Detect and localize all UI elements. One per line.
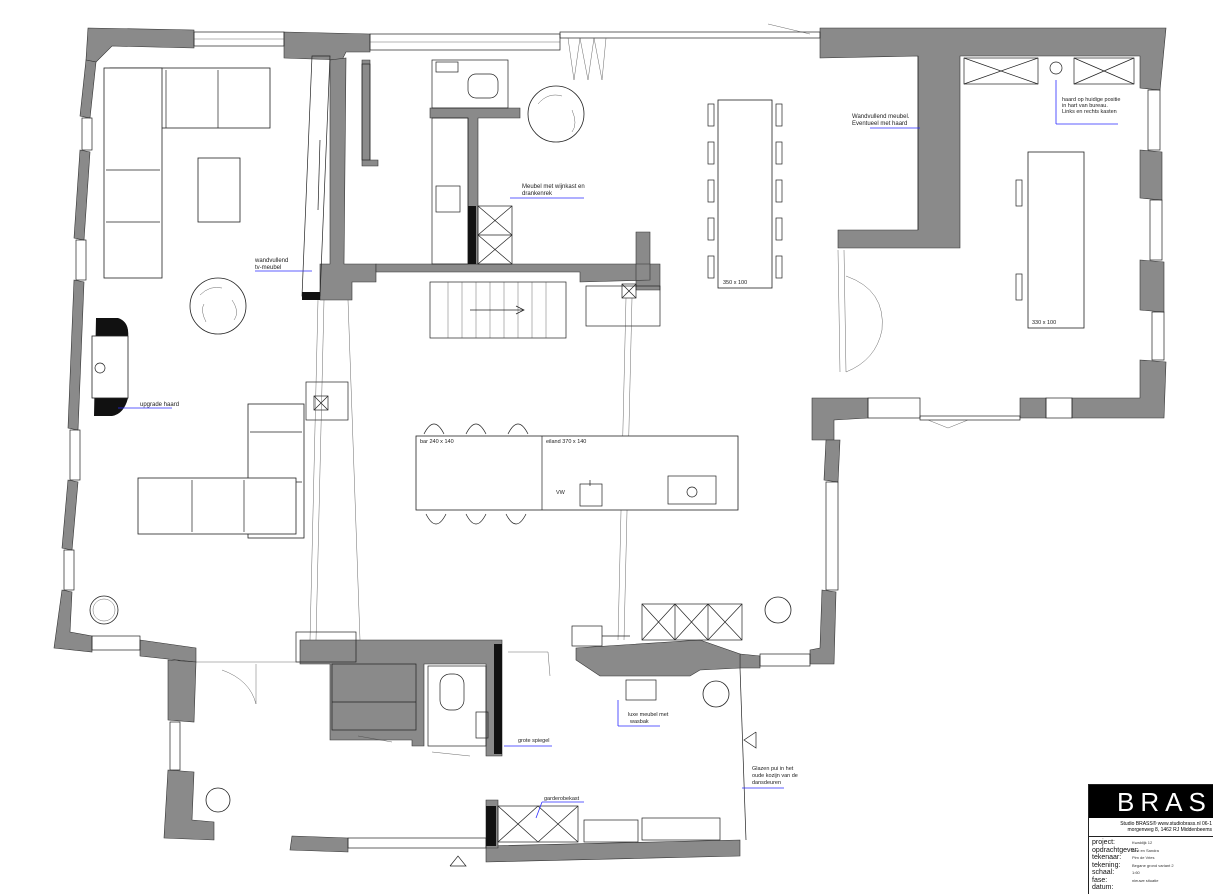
dining-table: [707, 99, 783, 289]
tb-row-project: project:Kwaldijk 12: [1092, 839, 1153, 847]
tb-row-drafter: tekenaar:Pim de Vries: [1092, 854, 1155, 862]
label-tafel: 350 x 100: [723, 280, 747, 286]
tb-row-date: datum:: [1092, 884, 1114, 892]
label-garderobe: garderobekast: [544, 796, 580, 802]
title-block: BRASS Studio BRASS® www.studiobrass.nl 0…: [1088, 784, 1213, 894]
label-wasbak-2: wasbak: [629, 719, 649, 725]
bathroom: [196, 23, 969, 867]
tb-row-drawing: tekening:Begane grond variant 2: [1092, 861, 1174, 869]
company-line-1: Studio BRASS® www.studiobrass.nl 06-1: [1120, 821, 1212, 827]
office: [837, 56, 1135, 373]
annotations: wandvullend tv-meubel upgrade haard Meub…: [118, 80, 1120, 819]
label-vw: VW: [556, 490, 566, 496]
kitchen-lower: [571, 596, 792, 647]
label-wandmeubel-1: Wandvullend meubel.: [852, 114, 910, 120]
living-room: [89, 55, 331, 625]
label-wasbak-1: luxe meubel met: [628, 712, 669, 718]
tb-row-scale: schaal:1:60: [1092, 869, 1140, 877]
stairs: [429, 281, 567, 339]
windows: [63, 31, 1165, 849]
label-glazen-pui-2: oude kozijn van de: [752, 773, 798, 779]
walls: [53, 27, 1167, 863]
toilet-and-wine: [431, 37, 607, 265]
label-tv-meubel-2: tv-meubel: [255, 265, 281, 271]
label-glazen-pui-3: dansdeuren: [752, 780, 781, 786]
label-wijnkast-1: Meubel met wijnkast en: [522, 184, 585, 190]
label-eiland: eiland 370 x 140: [546, 439, 586, 445]
label-glazen-pui-1: Glazen pui in het: [752, 766, 794, 772]
title-block-rows: project:Kwaldijk 12 opdrachtgever:Bert e…: [1089, 836, 1213, 892]
label-tv-meubel-1: wandvullend: [254, 258, 288, 264]
label-haard-bureau-3: Links en rechts kasten: [1062, 109, 1117, 115]
kitchen-island: [415, 423, 739, 525]
brass-logo: BRASS: [1089, 785, 1213, 818]
label-spiegel: grote spiegel: [518, 738, 550, 744]
label-haard-bureau-2: in hart van bureau.: [1062, 103, 1108, 109]
label-haard: upgrade haard: [140, 402, 179, 408]
company-line-2: morgenweg 8, 1462 RJ Middenbeems: [1127, 827, 1213, 833]
tb-row-client: opdrachtgever:Bert en Sandra: [1092, 846, 1159, 854]
tb-row-phase: fase:nieuwe situatie: [1092, 876, 1159, 884]
label-haard-bureau-1: haard op huidige positie: [1062, 97, 1120, 103]
label-wandmeubel-2: Eventueel met haard: [852, 121, 907, 127]
company-info: Studio BRASS® www.studiobrass.nl 06-1 mo…: [1089, 818, 1213, 833]
label-wijnkast-2: drankenrek: [522, 191, 553, 197]
label-bar: bar 240 x 140: [420, 439, 454, 445]
label-bureau: 330 x 100: [1032, 320, 1056, 326]
